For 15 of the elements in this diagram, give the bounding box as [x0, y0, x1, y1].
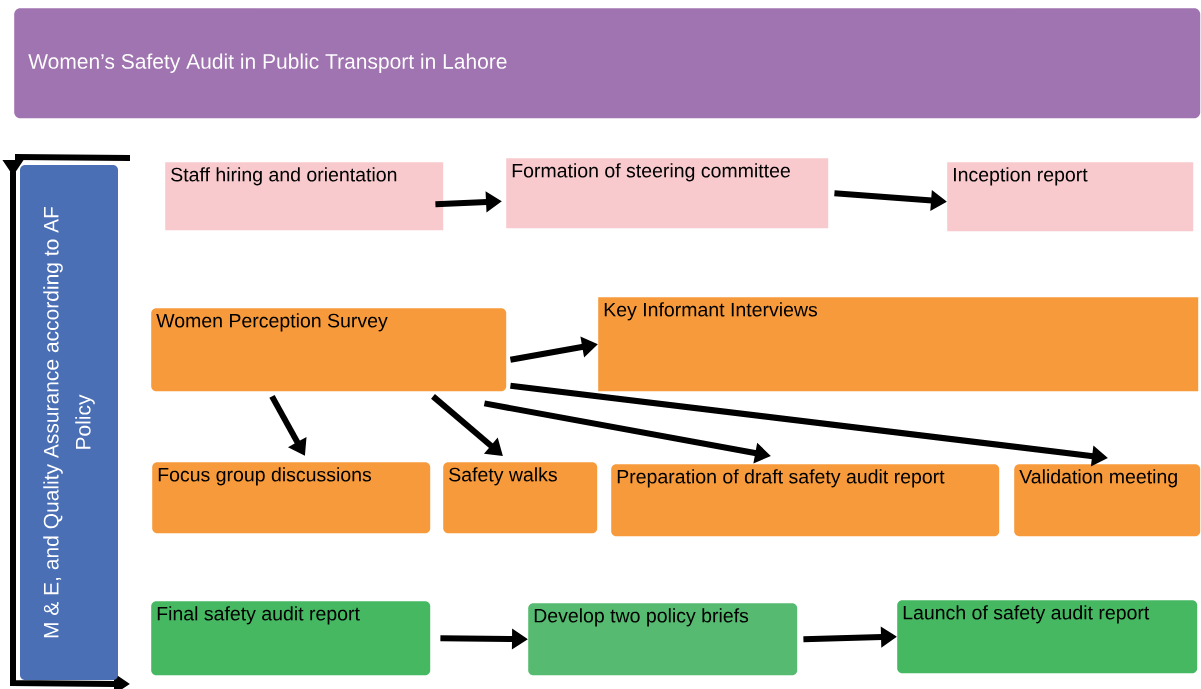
process-box: Launch of safety audit report: [897, 600, 1198, 674]
process-box: Preparation of draft safety audit report: [611, 464, 1000, 537]
process-box: Key Informant Interviews: [598, 297, 1199, 392]
process-box: Safety walks: [443, 462, 598, 534]
title-band: Women’s Safety Audit in Public Transport in Lahore: [14, 8, 1201, 119]
process-box: Formation of steering committee: [506, 158, 829, 229]
process-box: Focus group discussions: [152, 462, 431, 534]
arrow: [431, 394, 503, 456]
process-box: Staff hiring and orientation: [165, 162, 444, 231]
process-box: Final safety audit report: [151, 601, 431, 676]
process-box: Inception report: [947, 162, 1194, 232]
side-bar: M & E, and Quality Assurance according to AF Policy: [20, 165, 118, 680]
process-box: Women Perception Survey: [151, 308, 507, 392]
process-box: Validation meeting: [1014, 464, 1201, 537]
process-box: Develop two policy briefs: [528, 603, 798, 676]
